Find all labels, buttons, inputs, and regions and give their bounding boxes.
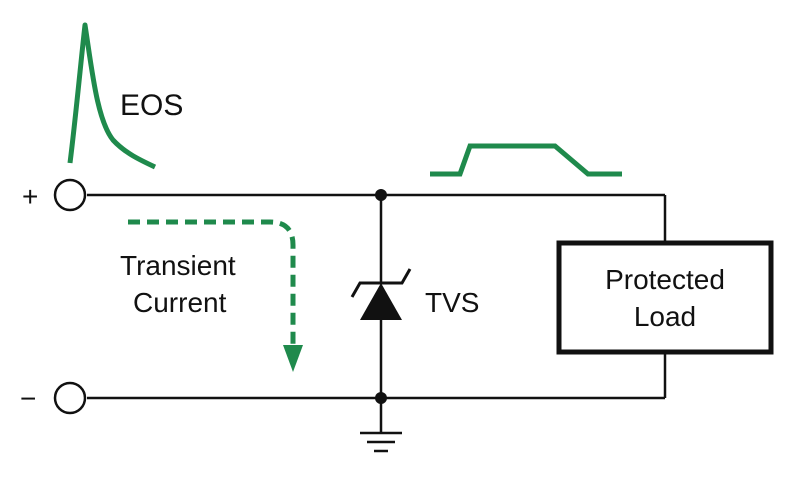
tvs-label: TVS <box>425 287 479 318</box>
tvs-diode-symbol <box>350 268 412 320</box>
load-label-line2: Load <box>634 301 696 332</box>
minus-label: − <box>20 383 36 414</box>
top-junction-dot <box>375 189 387 201</box>
transient-current-arrow <box>128 219 303 372</box>
current-label: Current <box>133 287 227 318</box>
transient-label: Transient <box>120 250 236 281</box>
bottom-junction-dot <box>375 392 387 404</box>
positive-terminal <box>53 178 87 212</box>
negative-terminal <box>53 381 87 415</box>
clamped-voltage-waveform <box>430 143 622 177</box>
plus-label: + <box>22 181 38 212</box>
load-label-line1: Protected <box>605 264 725 295</box>
ground-icon <box>360 431 402 453</box>
protected-load-box <box>556 240 774 355</box>
eos-label: EOS <box>120 89 183 122</box>
eos-pulse-waveform <box>67 22 157 170</box>
